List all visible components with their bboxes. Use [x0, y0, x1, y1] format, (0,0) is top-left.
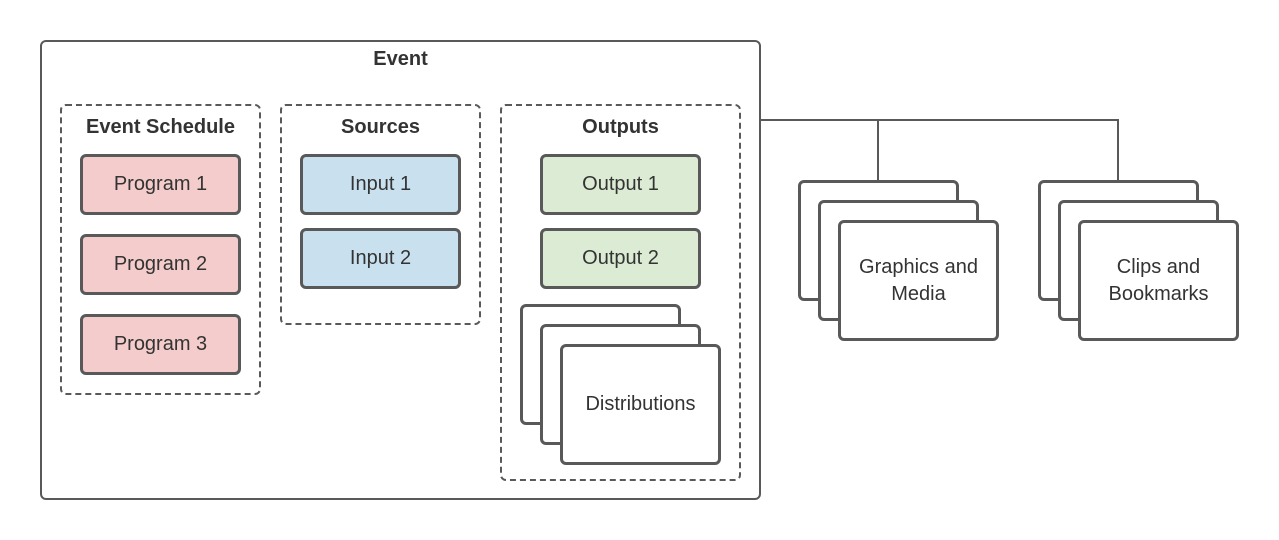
program-2-node[interactable]: Program 2 — [80, 234, 241, 295]
outputs-title: Outputs — [582, 116, 659, 138]
event-schedule-title: Event Schedule — [86, 116, 235, 138]
distributions-node[interactable]: Distributions — [560, 344, 721, 465]
output-2-node[interactable]: Output 2 — [540, 228, 701, 289]
input-1-node[interactable]: Input 1 — [300, 154, 461, 215]
connector-event-to-graphics — [761, 119, 879, 180]
input-2-node[interactable]: Input 2 — [300, 228, 461, 289]
clips-bookmarks-node[interactable]: Clips and Bookmarks — [1078, 220, 1239, 341]
clips-bookmarks-label-line2: Bookmarks — [1108, 282, 1209, 305]
graphics-media-node[interactable]: Graphics and Media — [838, 220, 999, 341]
connector-event-to-clips — [878, 119, 1119, 180]
graphics-media-label-line2: Media — [891, 282, 946, 305]
program-3-node[interactable]: Program 3 — [80, 314, 241, 375]
sources-title: Sources — [341, 116, 420, 138]
output-1-node[interactable]: Output 1 — [540, 154, 701, 215]
graphics-media-label-line1: Graphics and — [859, 255, 978, 278]
event-title: Event — [373, 48, 428, 70]
program-1-node[interactable]: Program 1 — [80, 154, 241, 215]
clips-bookmarks-label-line1: Clips and — [1116, 255, 1201, 278]
